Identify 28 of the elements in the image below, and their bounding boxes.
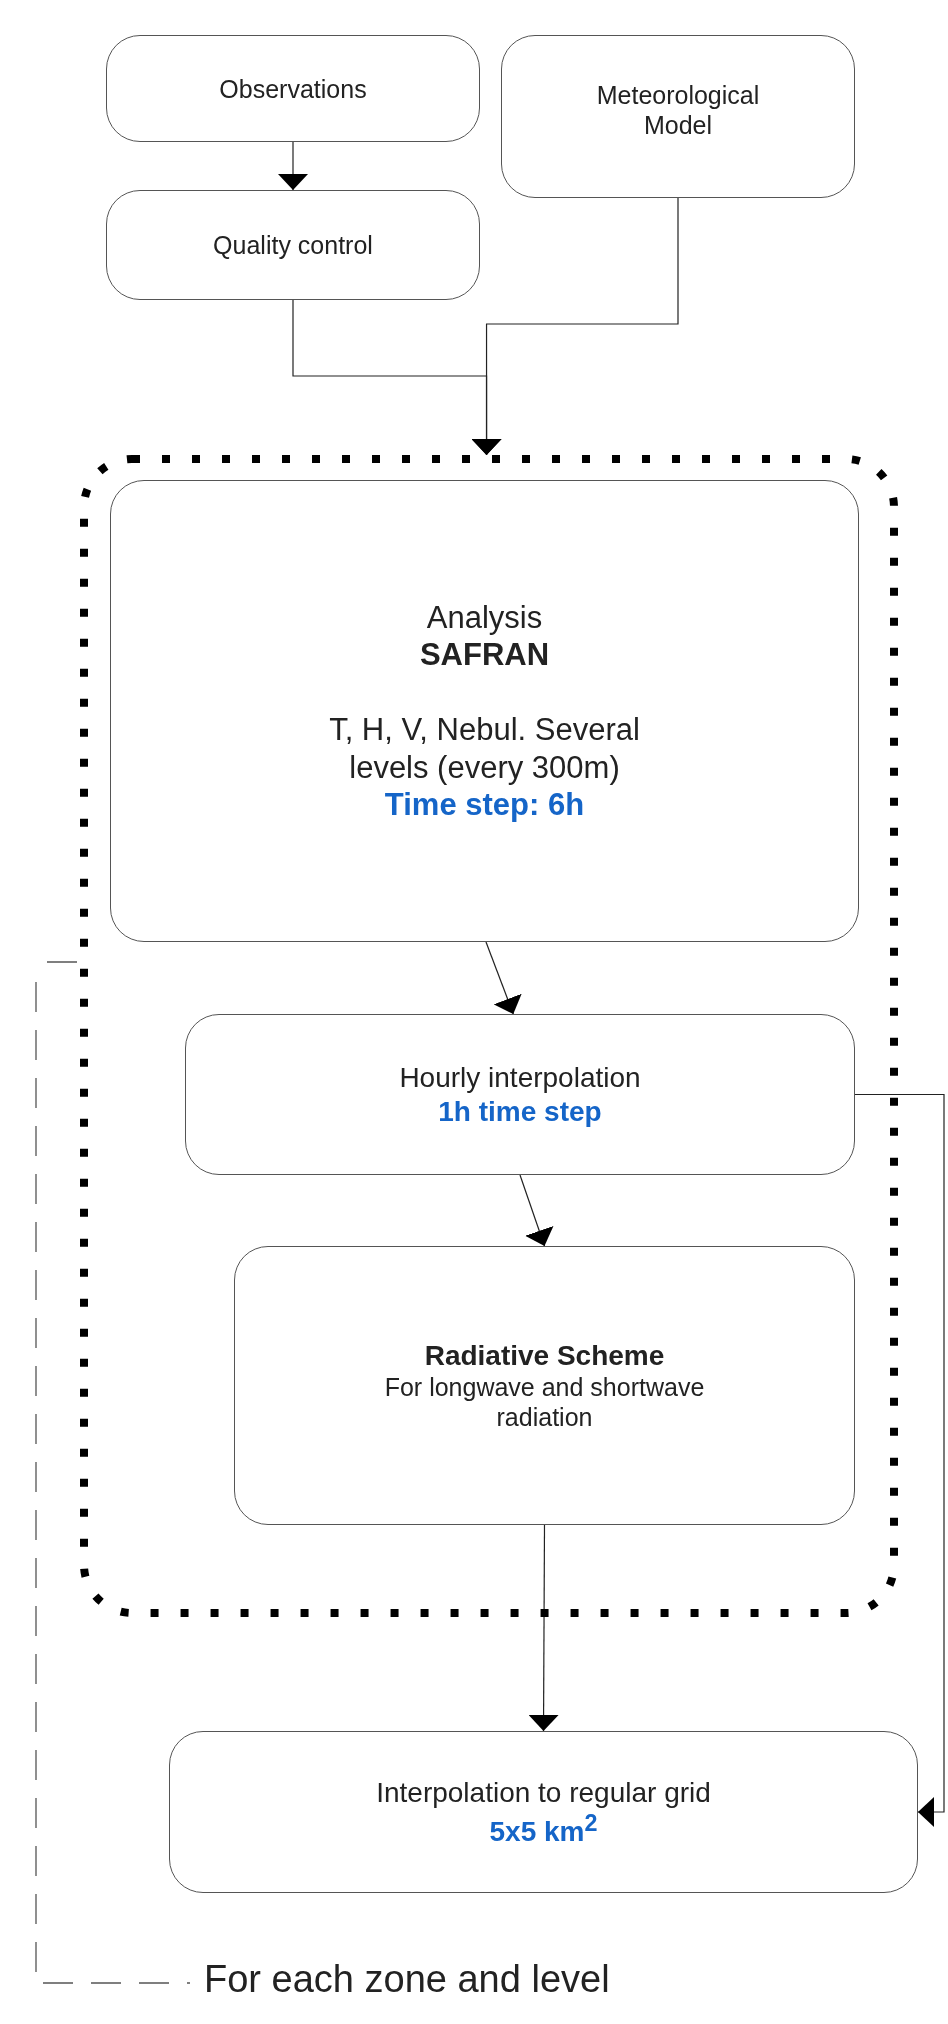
arrow (471, 197, 679, 456)
box-title: Quality control (213, 230, 373, 260)
arrow (519, 1174, 554, 1247)
process-box (106, 190, 480, 300)
box-title: Analysis (426, 599, 543, 637)
box-title: Observations (219, 73, 367, 104)
dotted-group-frame (80, 455, 898, 1617)
box-text: SAFRAN (419, 636, 550, 674)
box-text: 1h time step (438, 1094, 602, 1129)
box-text: T, H, V, Nebul. Several levels (every 300m) (328, 711, 641, 786)
arrow (485, 941, 522, 1015)
process-box (169, 1731, 918, 1893)
box-title: Meteorological Model (595, 80, 761, 140)
arrow (528, 1524, 559, 1732)
process-box (234, 1246, 855, 1525)
box-title: Hourly interpolation (399, 1060, 641, 1095)
box-text: Time step: 6h (384, 785, 585, 823)
box-title: Interpolation to regular grid (376, 1775, 711, 1810)
process-box (185, 1014, 855, 1175)
loop-note: For each zone and level (204, 1958, 610, 2001)
arrow (278, 141, 308, 191)
box-text: For longwave and shortwave radiation (383, 1372, 706, 1433)
process-box (106, 35, 480, 142)
process-box (110, 480, 859, 942)
box-title: Radiative Scheme (424, 1338, 665, 1373)
process-box (501, 35, 855, 198)
box-text: 5x5 km$^{2}$ (489, 1809, 598, 1849)
arrow (854, 1093, 945, 1827)
